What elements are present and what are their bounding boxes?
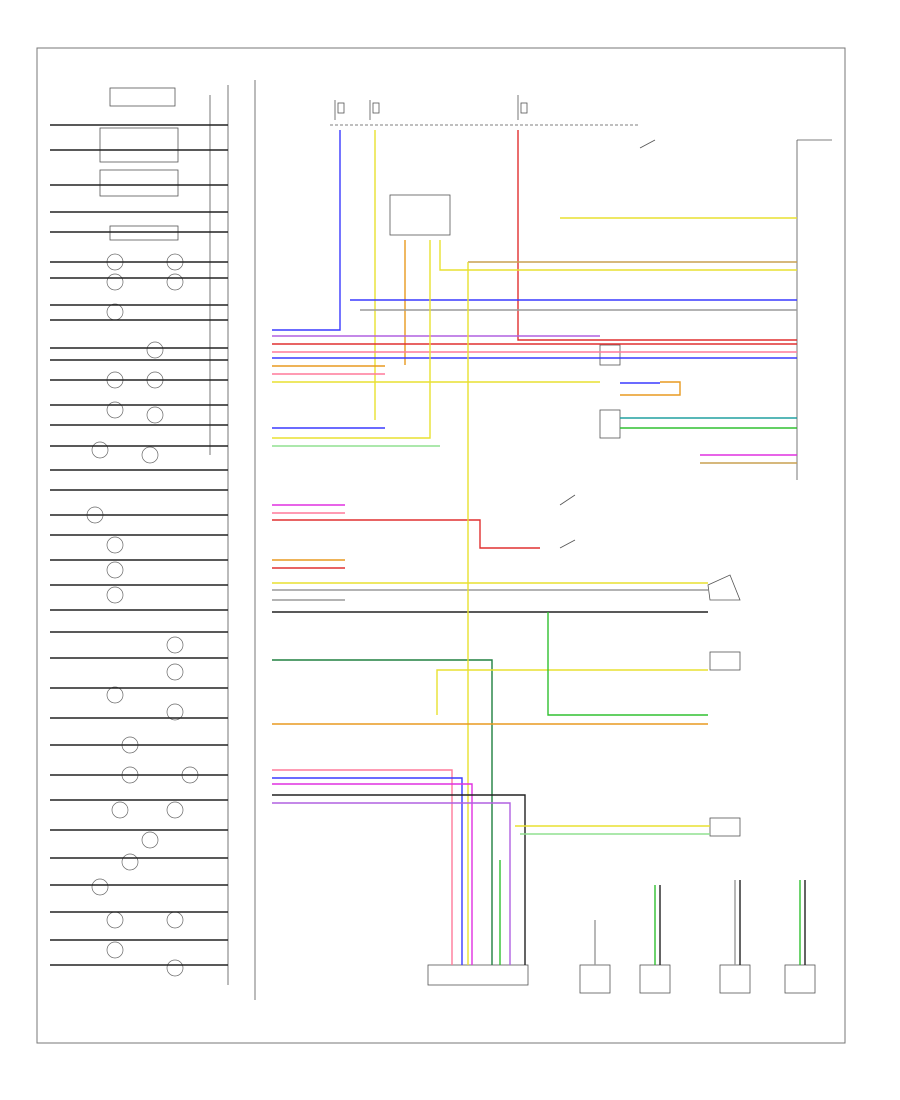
wheel-sensor-lf <box>579 964 611 994</box>
fuse-3 <box>520 102 528 114</box>
indicator-lamp <box>106 561 124 579</box>
wire-green-3 <box>547 612 708 716</box>
speedometer <box>109 225 179 241</box>
wire-dkgreen-1 <box>272 659 493 965</box>
indicator-lamp <box>106 686 124 704</box>
indicator-lamp <box>106 536 124 554</box>
parking-brake-switch <box>559 539 576 549</box>
indicator-lamp <box>166 273 184 291</box>
indicator-lamp <box>146 406 164 424</box>
wire-violet-2 <box>272 802 511 965</box>
indicator-lamp <box>106 941 124 959</box>
wire-black-2 <box>272 794 526 965</box>
wire-yellow-2 <box>439 240 797 271</box>
wire-blue-6 <box>272 777 463 965</box>
indicator-lamp <box>91 441 109 459</box>
wire-magenta-3 <box>272 783 473 965</box>
front-sensor-module <box>389 194 451 236</box>
indicator-lamp <box>106 911 124 929</box>
indicator-lamp <box>106 273 124 291</box>
indicator-lamp <box>166 703 184 721</box>
fuse-feeds <box>330 95 640 126</box>
wheel-sensor-rr <box>784 964 816 994</box>
indicator-lamp <box>121 853 139 871</box>
wire-yellow-4 <box>272 240 431 439</box>
indicator-lamp <box>141 831 159 849</box>
wire-red-feed <box>517 130 797 341</box>
wheel-sensor-lr <box>719 964 751 994</box>
indicator-lamp <box>166 959 184 977</box>
fuse-1 <box>337 102 345 114</box>
indicator-lamp <box>106 586 124 604</box>
indicator-lamps <box>86 253 199 977</box>
indicator-lamp <box>106 303 124 321</box>
wire-red-3 <box>272 519 540 549</box>
wheel-speed-sensors <box>579 964 816 994</box>
indicator-lamp <box>146 341 164 359</box>
indicator-lamp <box>166 636 184 654</box>
fuel-gauge <box>99 169 179 197</box>
wire-blue-feed <box>272 130 341 331</box>
indicator-lamp <box>166 911 184 929</box>
switches <box>559 139 741 837</box>
washer-level-sensor <box>707 574 741 601</box>
indicator-lamp <box>141 446 159 464</box>
fuse-2 <box>372 102 380 114</box>
coolant-level-sensor <box>709 817 741 837</box>
wires <box>50 124 806 966</box>
indicator-lamp <box>111 801 129 819</box>
wire-yellow-6 <box>436 669 708 715</box>
instrument-cluster <box>86 80 256 1000</box>
wire-orange-3 <box>620 381 681 396</box>
wheel-sensor-rf <box>639 964 671 994</box>
relay-block-1 <box>599 344 621 366</box>
wire-pink-4 <box>272 769 453 965</box>
relay-block-2 <box>599 409 621 439</box>
door-switch <box>639 139 656 149</box>
indicator-lamp <box>166 801 184 819</box>
abs-module-connector <box>427 964 529 986</box>
indicator-lamp <box>91 878 109 896</box>
tachometer <box>109 87 176 107</box>
cruise-indicator-block <box>99 127 179 163</box>
indicator-lamp <box>166 663 184 681</box>
diagram-frame <box>36 47 846 1044</box>
fuel-level-sender <box>709 651 741 671</box>
indicator-lamp <box>106 401 124 419</box>
brake-switch <box>559 494 576 506</box>
